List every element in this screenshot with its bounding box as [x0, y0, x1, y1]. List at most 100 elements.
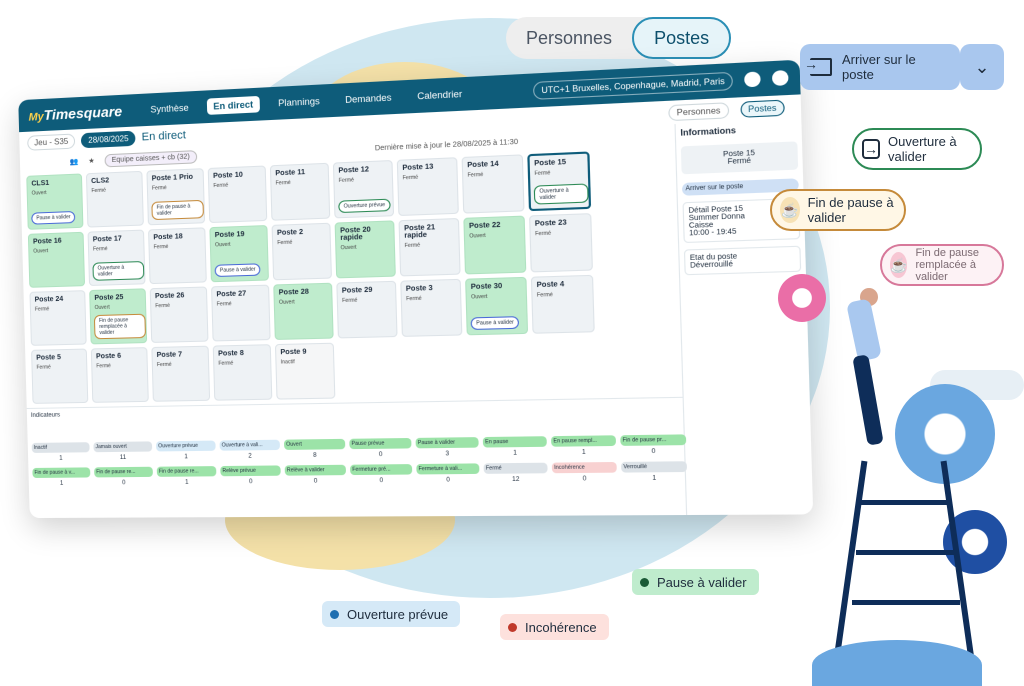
briefcase-icon[interactable]	[744, 71, 761, 88]
timezone-selector[interactable]: UTC+1 Bruxelles, Copenhague, Madrid, Par…	[533, 71, 734, 100]
poste-action-badge[interactable]: Ouverture prévue	[338, 198, 391, 214]
fin-de-pause-remplacee-badge[interactable]: ☕ Fin de pause remplacée à valider	[880, 244, 1004, 286]
indicator-value: 0	[378, 451, 383, 459]
poste-action-badge[interactable]: Pause à valider	[31, 210, 76, 225]
switch-personnes[interactable]: Personnes	[668, 101, 729, 121]
poste-status: Fermé	[536, 291, 554, 299]
arriver-sur-le-poste-button[interactable]: Arriver sur le poste	[800, 44, 960, 90]
legend-pause-a-valider: Pause à valider	[632, 569, 759, 595]
ground-mound	[812, 640, 982, 686]
poste-action-badge[interactable]: Ouverture à valider	[92, 260, 145, 281]
poste-action-badge[interactable]: Pause à valider	[470, 316, 520, 330]
poste-status: Fermé	[467, 171, 484, 179]
poste-name: Poste 2	[276, 228, 304, 238]
nav-synthese[interactable]: Synthèse	[150, 102, 189, 115]
person-body	[846, 298, 882, 362]
indicator: Fin de pause re...0	[94, 466, 153, 487]
indicator-value: 1	[652, 475, 657, 482]
poste-status: Fermé	[342, 297, 358, 305]
arriver-label: Arriver sur le poste	[842, 52, 916, 82]
indicator-label: Inactif	[31, 442, 90, 453]
poste-action-badge[interactable]: Fin de pause à valider	[151, 199, 204, 221]
star-icon[interactable]: ★	[88, 157, 95, 166]
switch-postes[interactable]: Postes	[739, 98, 785, 118]
poste-name: Poste 1 Prio	[151, 173, 194, 183]
legend-pause-label: Pause à valider	[657, 574, 747, 590]
nav-plannings[interactable]: Plannings	[278, 95, 320, 109]
poste-action-badge[interactable]: Pause à valider	[214, 263, 261, 278]
poste-action-badge[interactable]: Ouverture à valider	[533, 183, 589, 205]
nav-demandes[interactable]: Demandes	[344, 92, 392, 106]
poste-action-badge[interactable]: Fin de pause remplacée à valider	[93, 313, 147, 340]
indicator-value: 3	[445, 451, 450, 458]
indicator: Verrouillé 1	[621, 461, 688, 482]
poste-name: Poste 20 rapide	[340, 226, 371, 243]
date-picker[interactable]: 28/08/2025	[81, 130, 136, 148]
nav-calendrier[interactable]: Calendrier	[417, 88, 463, 102]
enter-icon	[804, 56, 832, 76]
legend-incoherence-label: Incohérence	[525, 619, 597, 635]
last-update: Dernière mise à jour le 28/08/2025 à 11:…	[374, 138, 519, 152]
fin-pause-label: Fin de pause à valider	[807, 195, 894, 225]
arriver-dropdown-button[interactable]: ⌄	[960, 44, 1004, 90]
team-filter[interactable]: Equipe caisses + cb (32)	[104, 149, 198, 167]
indicator-label: Fermeture à vali...	[416, 463, 480, 475]
poste-status: Fermé	[153, 243, 169, 251]
view-switch: Personnes Postes	[668, 98, 792, 121]
nav-en-direct[interactable]: En direct	[206, 95, 260, 115]
toggle-personnes[interactable]: Personnes	[526, 28, 613, 48]
week-label: Jeu - S35	[27, 132, 76, 151]
indicator: Fermeture pré...0	[349, 464, 413, 484]
fin-de-pause-badge[interactable]: ☕ Fin de pause à valider	[770, 189, 906, 231]
toggle-postes[interactable]: Postes	[632, 17, 732, 59]
indicator-value: 0	[248, 479, 253, 486]
user-avatar-icon[interactable]	[771, 70, 789, 87]
indicator-label: Jamais ouvert	[93, 441, 153, 453]
poste-status: Ouvert	[214, 241, 231, 249]
people-filter-icon[interactable]: 👥	[69, 158, 79, 166]
gear-icon-pink	[778, 274, 826, 322]
indicator-label: Verrouillé	[621, 461, 688, 473]
legend-dot-blue	[330, 609, 339, 619]
poste-name: Poste 23	[534, 219, 567, 228]
legend-ouverture-label: Ouverture prévue	[347, 606, 449, 622]
ouverture-a-valider-badge[interactable]: → Ouverture à valider	[852, 128, 982, 170]
poste-name: CLS2	[91, 177, 110, 186]
indicator-label: Fin de pause pr...	[620, 434, 687, 446]
indicator-value: 8	[312, 452, 317, 459]
